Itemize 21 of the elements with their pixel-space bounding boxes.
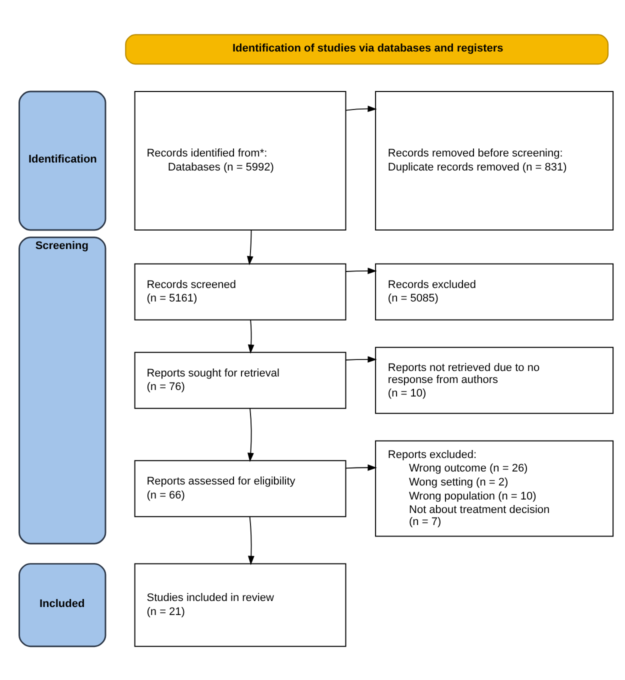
arrow [346, 267, 377, 274]
node-box: Studies included in review (n = 21) [134, 562, 346, 646]
node-box: Records removed before screening: Duplicate records removed (n = 831) [375, 90, 614, 230]
arrow [248, 319, 254, 354]
node-box: Reports not retrieved due to no response from authors (n = 10) [375, 346, 614, 414]
node-box: Identification of studies via databases and registers [125, 34, 609, 64]
arrow [248, 407, 254, 462]
node-box: Identification [18, 90, 106, 230]
arrow [346, 464, 377, 470]
node-box: Included [18, 562, 106, 647]
node-box: Records screened (n = 5161) [134, 262, 346, 320]
node-box: Reports excluded: Wrong outcome (n = 26) Wong setting (n = 2) Wrong population (n = 10) Not about treatment decision (n = 7) [375, 440, 614, 536]
node-box: Records excluded (n = 5085) [375, 262, 614, 320]
node-box: Reports assessed for eligibility (n = 66) [134, 460, 346, 517]
node-box: Reports sought for retrieval (n = 76) [134, 351, 346, 408]
arrow [246, 229, 254, 265]
arrow [346, 105, 377, 112]
arrow [248, 516, 254, 565]
node-box: Records identified from*: Databases (n = 5992) [134, 90, 346, 230]
node-box: Screening [18, 236, 106, 544]
arrow [346, 356, 377, 362]
